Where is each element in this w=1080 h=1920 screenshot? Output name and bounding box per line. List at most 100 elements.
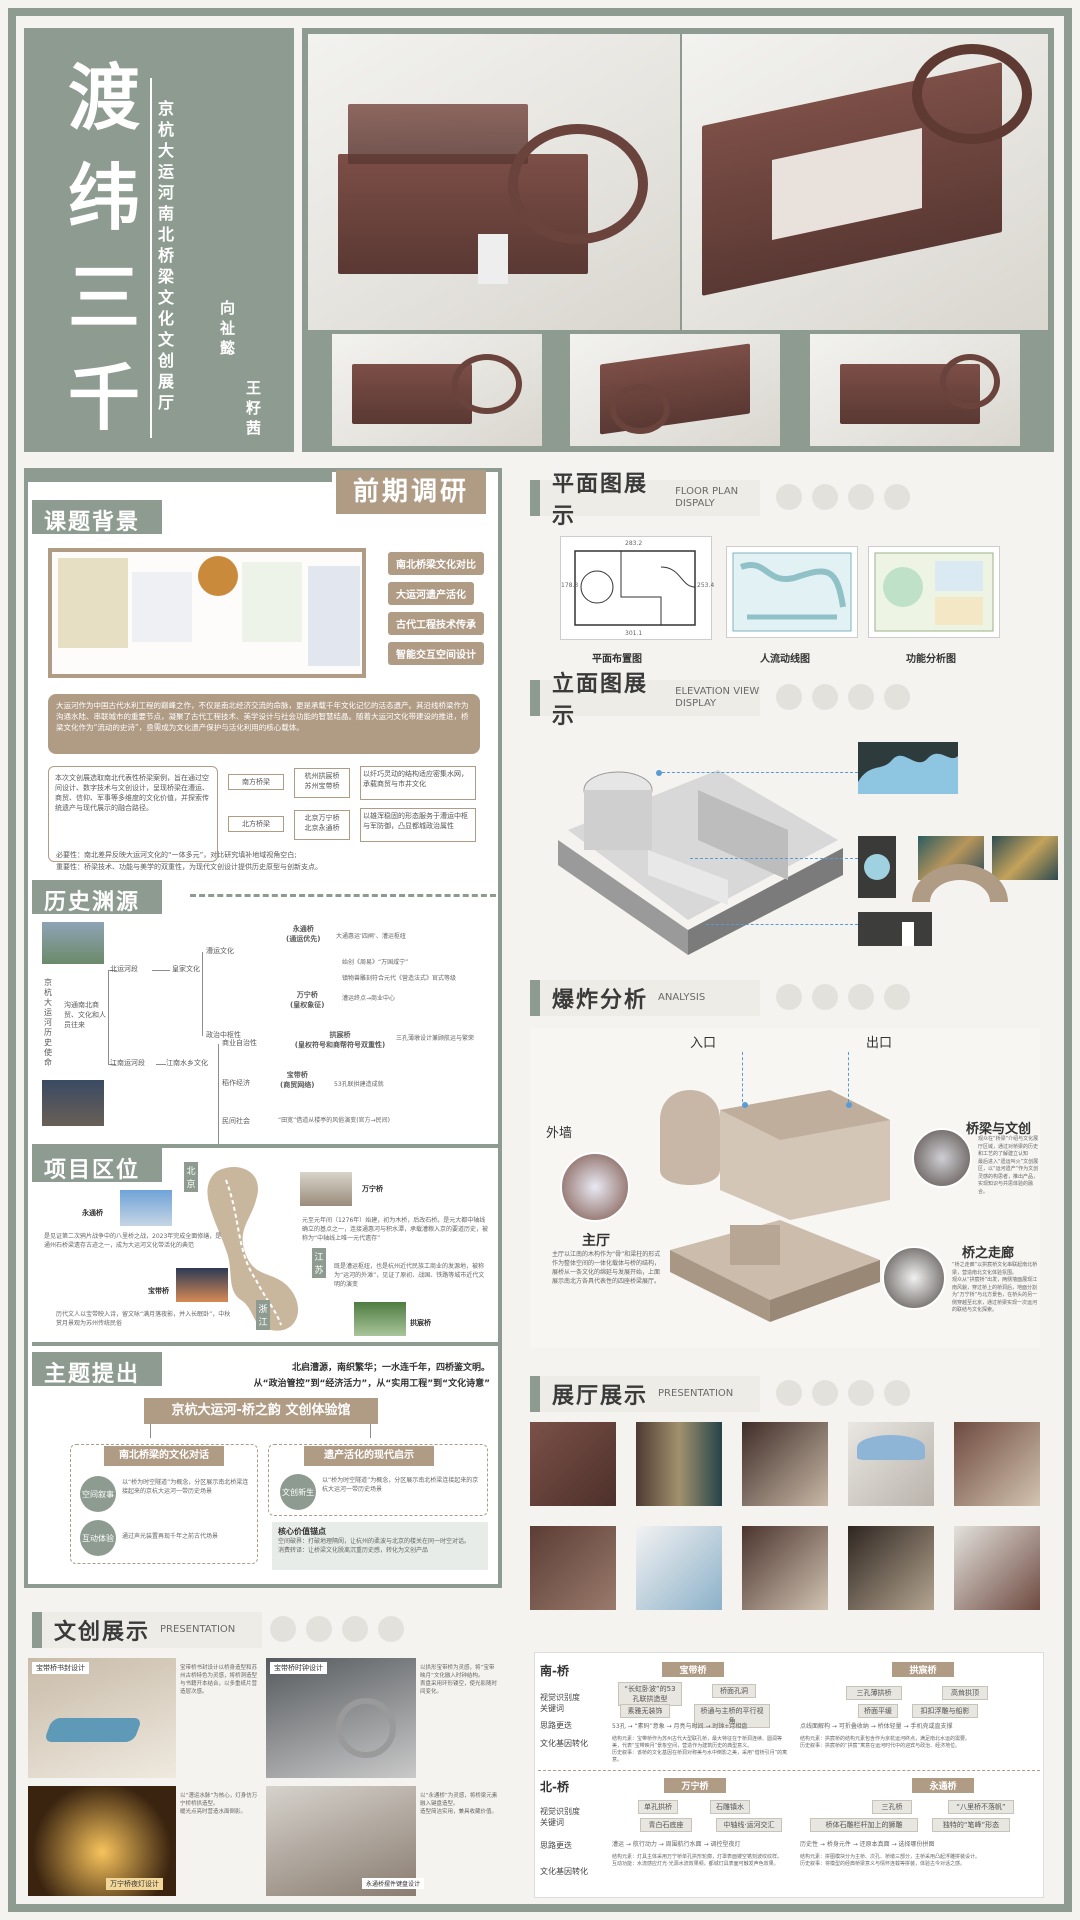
- theme-left-d1: 以“桥为时空隧道”为概念，分区展示南北桥梁连接起来的京杭大运河一带历史场景: [122, 1479, 249, 1495]
- author-1: 向祉懿: [220, 299, 236, 357]
- north-row-1: 视觉识别度 关键词: [540, 1807, 580, 1827]
- dim-2: 178.3: [561, 582, 579, 589]
- history-n3: 政治中枢性: [206, 1031, 241, 1039]
- plan-label-2: 人流动线图: [760, 654, 810, 665]
- flow-plan-drawing: [726, 546, 858, 638]
- model-photo-1: [308, 34, 680, 330]
- plan-header: 平面图展示 FLOOR PLAN DISPALY: [530, 472, 760, 529]
- theme-left-d2: 通过声光装置再现千年之前古代场景: [122, 1533, 219, 1540]
- core-2: 消费转译：让桥梁文化脱离沉重历史感，转化为文创产品: [278, 1547, 429, 1554]
- hall-show-header: 展厅展示 PRESENTATION: [530, 1376, 760, 1412]
- hall-photo-8: [742, 1526, 828, 1610]
- elevation-header: 立面图展示 ELEVATION VIEW DISPLAY: [530, 672, 760, 729]
- history-yongtong-d: 大通惠运‘四闸’、漕运枢纽: [336, 933, 406, 940]
- hall-photo-5: [954, 1422, 1040, 1506]
- title-char: 纬: [67, 155, 140, 240]
- dim-1: 283.2: [625, 540, 643, 547]
- research-collage: [48, 548, 366, 678]
- bridge-culture-desc: 观众在“桥梁”介绍与文化展厅区域，通过对桥梁的历史和工艺的了解建立认知 最后进入…: [978, 1136, 1039, 1195]
- wanning-desc: 元至元年间（1276年）始建，初为木桥，后改石桥。是元大都中轴线确立的基点之一，…: [302, 1217, 489, 1242]
- south-b1: 宝带桥: [662, 1662, 724, 1677]
- theme-slogan-1: 北启漕源，南织繁华；一水连千年，四桥鉴文明。: [291, 1363, 490, 1373]
- model-photo-5: [810, 334, 1020, 446]
- history-s3: 稻作经济: [222, 1079, 250, 1087]
- bj-label: 北京: [184, 1162, 198, 1192]
- south-desc: 以纤巧灵动的结构适应密集水网，承载商贸与市井文化: [360, 766, 476, 800]
- core-values: 核心价值锚点 空间破界：打破地理隔阂，让杭州的柔波与北京的楼关在同一时空对话。 …: [272, 1522, 488, 1570]
- zj-label: 浙江: [256, 1300, 270, 1330]
- theme-right-d1: 以“桥为时空隧道”为概念，分区展示南北桥梁连接起来的京杭大运河一带历史场景: [322, 1477, 479, 1493]
- product-2-desc: 以拱形宝带桥为灵感，将“宝带映月”文化融入时钟结构。 表盘采用环形镂空，使光影随…: [420, 1665, 498, 1695]
- south-bridges: 杭州拱宸桥 苏州宝带桥: [294, 768, 350, 798]
- south-row-1: 视觉识别度 关键词: [540, 1693, 580, 1713]
- hall-photo-3: [742, 1422, 828, 1506]
- baodai-photo: [176, 1268, 228, 1302]
- elevation-3d-model: [558, 770, 843, 955]
- history-baodai: 宝带桥 (商贸网络): [280, 1071, 315, 1089]
- canal-map: [207, 1167, 299, 1331]
- product-4-tag: 永通桥摆件键盘设计: [362, 1878, 425, 1889]
- product-3-tag: 万宁桥夜灯设计: [106, 1878, 163, 1890]
- dim-4: 301.1: [625, 630, 643, 637]
- corridor-desc: “桥之走廊”以拱宸桥文化串联起南北桥梁，营造南北文化体验氛围。 观众从“拱宸桥”…: [952, 1262, 1038, 1313]
- title-char: 渡: [67, 55, 140, 140]
- topic-intro: 本次文创展选取南北代表性桥梁案例，旨在通过空间设计、数字技术与文创设计，呈现桥梁…: [48, 766, 218, 862]
- label-exit: 出口: [866, 1036, 893, 1051]
- south-b2: 拱宸桥: [892, 1662, 954, 1677]
- title-char: 千: [67, 355, 140, 440]
- gongchen-photo: [354, 1302, 406, 1336]
- product-3: 万宁桥夜灯设计 以“漕运水脉”为核心，灯身仿万宁桥桥拱造型。 暖光点亮时营造水面…: [28, 1786, 262, 1896]
- history-gongchen-d: 三孔薄墩设计兼顾航运与繁荣: [396, 1035, 475, 1042]
- elev-panel-1: [858, 836, 896, 898]
- elevation-dots: [776, 684, 910, 710]
- plan-label-3: 功能分析图: [906, 654, 956, 665]
- title-block: 渡 纬 三 千 京杭大运河南北桥梁文化文创展厅 向祉懿 王籽茜: [24, 28, 294, 452]
- research-banner: 前期调研: [336, 470, 486, 514]
- tag-3: 古代工程技术传承: [388, 612, 484, 635]
- label-entrance: 入口: [690, 1036, 717, 1051]
- tag-4: 智能交互空间设计: [388, 642, 484, 665]
- history-s4: 民间社会: [222, 1117, 250, 1125]
- history-baodai-d: 53孔联拱建造成就: [334, 1081, 384, 1088]
- history-n1: 皇家文化: [172, 965, 200, 973]
- topic-summary: 大运河作为中国古代水利工程的巅峰之作，不仅是南北经济交流的命脉，更是承载千年文化…: [48, 694, 480, 754]
- topic-bg-title: 课题背景: [32, 500, 162, 535]
- hall-photo-4: [848, 1422, 934, 1506]
- history-root: 京杭大运河历史使命: [44, 978, 52, 1067]
- history-s1: 江南水乡文化: [166, 1059, 208, 1067]
- label-bridge-culture: 桥梁与文创: [966, 1122, 1032, 1137]
- elev-panel-4: [858, 912, 932, 946]
- author-2: 王籽茜: [246, 379, 262, 437]
- elev-panel-3: [992, 836, 1058, 880]
- history-mid: 沟通南北商贸、文化和人员往来: [64, 1001, 106, 1029]
- yongtong-desc: 是见证第二次鸦片战争中的八里桥之战，2023年完成全面修缮，是通州石桥梁遗存古迹…: [44, 1233, 222, 1249]
- yongtong-photo: [120, 1190, 172, 1226]
- history-photo-1: [42, 922, 104, 964]
- explode-header: 爆炸分析 ANALYSIS: [530, 980, 760, 1016]
- theme-slogan-2: 从“政治管控”到“经济活力”，从“实用工程”到“文化诗意”: [253, 1379, 490, 1389]
- north-desc: 以雄浑稳固的形态服务于漕运中枢与军防御，凸显都城政治属性: [360, 808, 476, 842]
- label-hall: 主厅: [582, 1233, 610, 1249]
- north-bridge-label: 北方桥梁: [228, 816, 284, 832]
- model-photo-3: [332, 334, 542, 446]
- history-wanning: 万宁桥 (皇权象征): [290, 991, 325, 1009]
- hall-dots: [776, 1380, 910, 1406]
- outer-wall-circle: [560, 1152, 630, 1222]
- south-title: 南-桥: [540, 1664, 569, 1678]
- core-1: 空间破界：打破地理隔阂，让杭州的柔波与北京的楼关在同一时空对话。: [278, 1538, 471, 1545]
- hall-photo-10: [954, 1526, 1040, 1610]
- theme-left-title: 南北桥梁的文化对话: [104, 1446, 224, 1466]
- history-people-d: “田宽”借道从楼亭的风俗演变(官方→民间): [278, 1117, 390, 1124]
- north-bridges: 北京万宁桥 北京永通桥: [294, 810, 350, 840]
- hall-desc: 主厅以江南的木构作为“骨”和梁柱的形式作为整体空间的一体化载体与桥的结构， 展桥…: [552, 1251, 661, 1285]
- theme-main: 京杭大运河-桥之韵 文创体验馆: [144, 1398, 378, 1424]
- theme-right-c1: 文创新生: [280, 1474, 316, 1510]
- floor-plan-drawing: 283.2 178.3 253.4 301.1: [560, 536, 715, 640]
- dim-3: 253.4: [697, 582, 715, 589]
- history-wanning-d1: 始创《周易》“万国咸宁”: [342, 959, 409, 966]
- hall-photo-9: [848, 1526, 934, 1610]
- product-4-desc: 以“永通桥”为灵感，将桥梁元素融入键盘造型。 造型简洁实用，兼具收藏价值。: [420, 1793, 498, 1815]
- product-1-desc: 宝带桥书封设计以桥身造型和苏州古桥特色为灵感，将桥洞造型与书籍开本结合，以多重纸…: [180, 1665, 258, 1695]
- south-bridge-label: 南方桥梁: [228, 774, 284, 790]
- label-corridor: 桥之走廊: [962, 1246, 1015, 1261]
